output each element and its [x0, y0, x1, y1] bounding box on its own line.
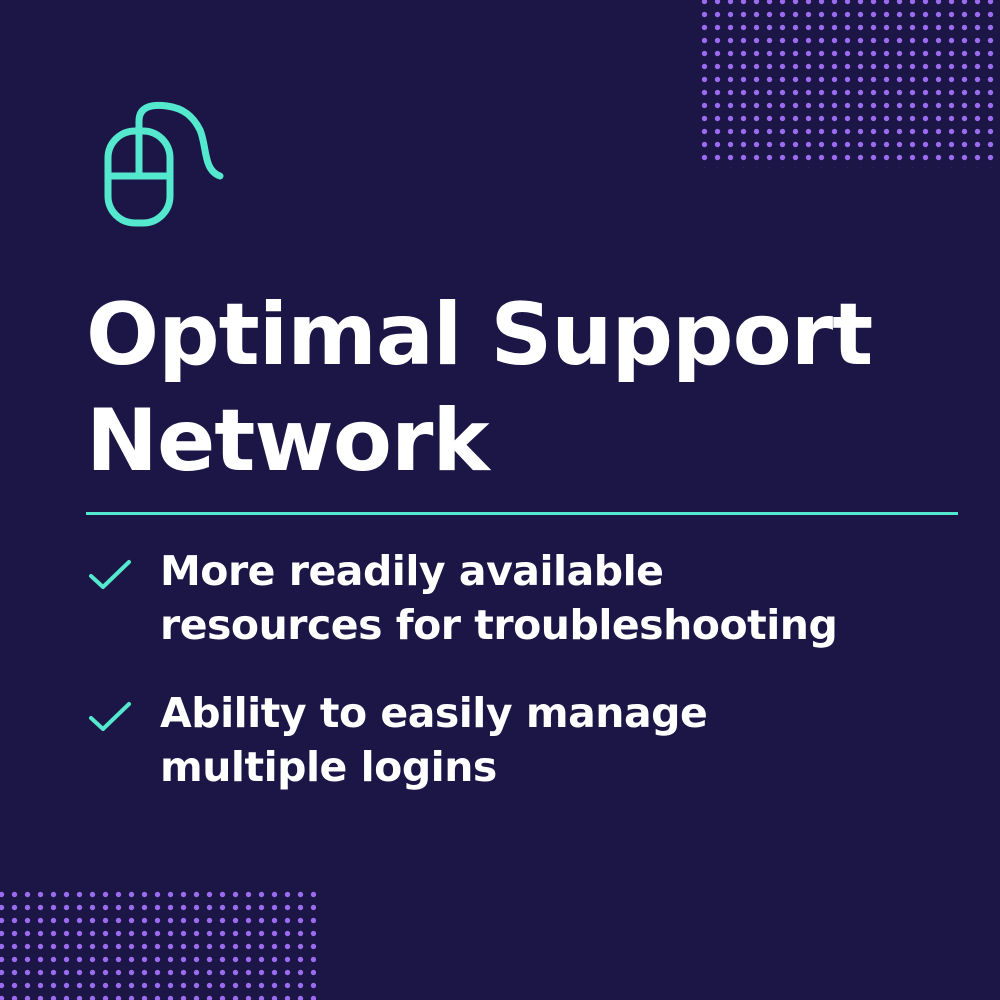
- dot-pattern-top-right: [698, 0, 1000, 168]
- checkmark-icon: [89, 702, 131, 731]
- list-item: More readily available resources for tro…: [86, 544, 966, 652]
- page-title: Optimal Support Network: [86, 282, 966, 494]
- benefit-line: resources for troubleshooting: [160, 601, 838, 649]
- computer-mouse-icon: [104, 101, 224, 227]
- title-line-2: Network: [86, 391, 490, 491]
- accent-divider: [86, 512, 958, 515]
- benefit-list: More readily available resources for tro…: [86, 544, 966, 828]
- list-item: Ability to easily manage multiple logins: [86, 686, 966, 794]
- dot-pattern-bottom-left: [0, 888, 316, 1000]
- benefit-line: Ability to easily manage: [160, 689, 708, 737]
- checkmark-icon: [89, 560, 131, 589]
- benefit-text: More readily available resources for tro…: [160, 544, 966, 652]
- benefit-line: multiple logins: [160, 743, 497, 791]
- title-line-1: Optimal Support: [86, 285, 873, 385]
- benefit-line: More readily available: [160, 547, 664, 595]
- benefit-text: Ability to easily manage multiple logins: [160, 686, 966, 794]
